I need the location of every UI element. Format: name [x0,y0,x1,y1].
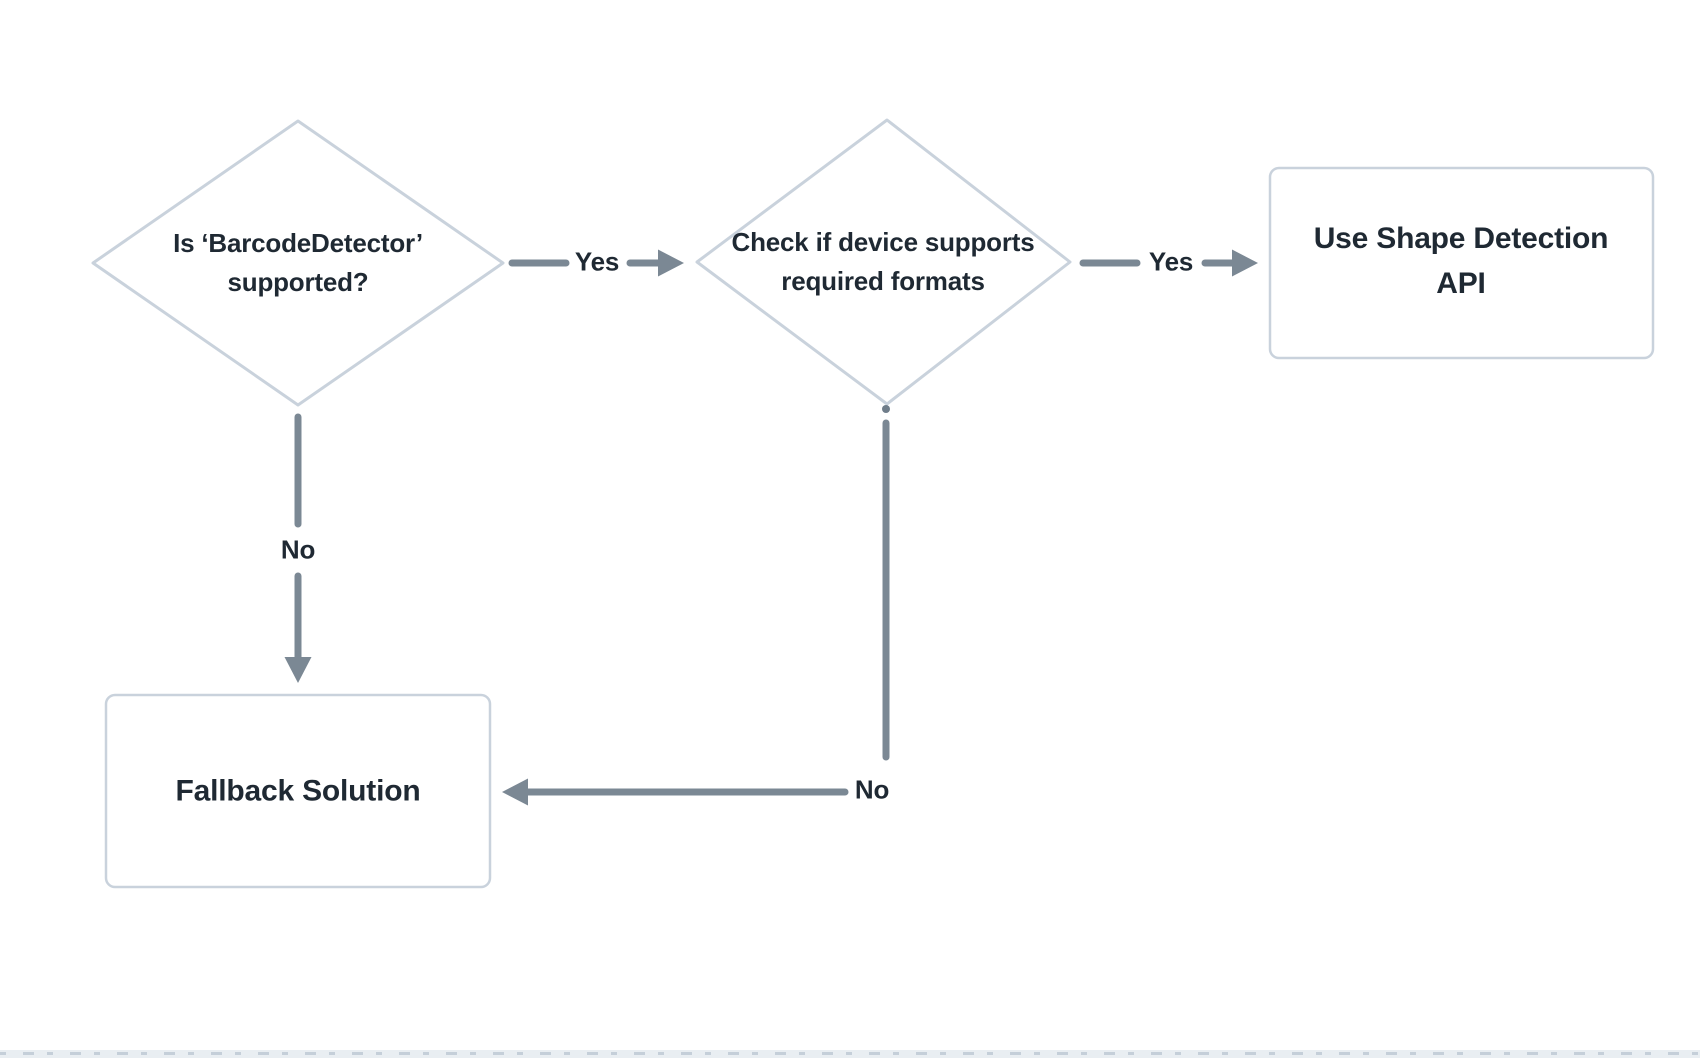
edge-junction-dot [882,405,890,413]
decision-barcodedetector-label: Is ‘BarcodeDetector’ supported? [173,228,423,297]
decision-formats-shape [695,118,1072,406]
process-shape-detection-label: Use Shape Detection API [1313,222,1609,300]
edge-yes1-arrowhead-icon [658,249,684,277]
edge-yes2-arrowhead-icon [1232,249,1258,277]
edge-no1-arrowhead-icon [284,657,312,683]
decision-formats-label: Check if device supports required format… [731,227,1035,296]
edge-label-no2: No [854,774,890,805]
process-fallback-shape [104,693,492,889]
edge-no2-arrowhead-icon [502,778,528,806]
edge-label-yes1: Yes [574,246,620,277]
bottom-ruler-strip [0,1050,1700,1058]
process-shape-detection-shape [1268,166,1655,360]
edge-label-no1: No [280,534,316,565]
decision-barcodedetector-shape [91,119,505,407]
process-fallback-label: Fallback Solution [175,774,421,808]
edge-label-yes2: Yes [1148,246,1194,277]
ruler-ticks [0,1052,1700,1055]
